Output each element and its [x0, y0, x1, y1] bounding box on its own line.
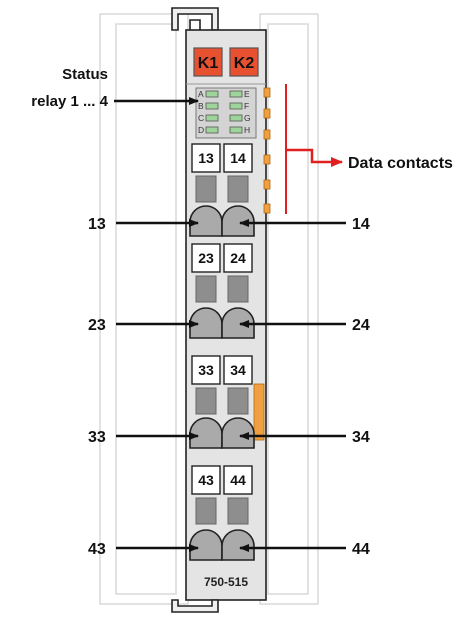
relay-k2-label: K2: [234, 55, 255, 72]
status-led-f: [229, 102, 243, 110]
release-button: [195, 497, 217, 525]
terminal-pair-13-14: [189, 143, 255, 237]
terminal-callout-33: 33: [88, 429, 106, 446]
status-callout-line2: relay 1 ... 4: [31, 93, 108, 110]
terminal-arrows: [116, 219, 346, 552]
led-letter-c: C: [198, 113, 204, 123]
neighbour-outline-right: [259, 13, 319, 605]
model-number: 750-515: [204, 575, 248, 589]
relay-k2-indicator: [229, 47, 259, 77]
clamp-opening: [189, 205, 223, 237]
status-led-b: [205, 102, 219, 110]
release-button: [227, 175, 249, 203]
terminal-label-box: [223, 465, 253, 495]
status-callout-line1: Status: [62, 66, 108, 83]
clamp-opening: [189, 417, 223, 449]
terminal-box-24: 24: [230, 250, 246, 266]
data-contacts-label: Data contacts: [348, 155, 453, 172]
terminal-label-box: [191, 465, 221, 495]
status-led-d: [205, 126, 219, 134]
terminal-box-23: 23: [198, 250, 214, 266]
terminal-box-43: 43: [198, 472, 214, 488]
terminal-callout-23: 23: [88, 317, 106, 334]
terminal-callout-43: 43: [88, 541, 106, 558]
top-mounting-clip: [171, 7, 219, 31]
terminal-callout-13: 13: [88, 216, 106, 233]
terminal-pair-33-34: [189, 355, 255, 449]
release-button: [195, 175, 217, 203]
terminal-label-box: [223, 355, 253, 385]
terminal-box-14: 14: [230, 150, 246, 166]
status-led-c: [205, 114, 219, 122]
terminal-callout-34: 34: [352, 429, 370, 446]
terminal-pair-43-44: [189, 465, 255, 561]
release-button: [227, 275, 249, 303]
status-led-g: [229, 114, 243, 122]
neighbour-outline-left: [99, 13, 189, 605]
terminal-callout-14: 14: [352, 216, 370, 233]
terminal-box-44: 44: [230, 472, 246, 488]
clamp-opening: [189, 529, 223, 561]
led-letter-e: E: [244, 89, 250, 99]
status-leds: [205, 90, 243, 134]
terminal-box-33: 33: [198, 362, 214, 378]
release-button: [195, 275, 217, 303]
terminal-box-34: 34: [230, 362, 246, 378]
release-button: [227, 497, 249, 525]
terminal-label-box: [223, 143, 253, 173]
terminal-label-box: [191, 243, 221, 273]
led-letter-g: G: [244, 113, 251, 123]
terminal-label-box: [223, 243, 253, 273]
led-letter-f: F: [244, 101, 249, 111]
bottom-mounting-clip: [171, 599, 219, 613]
terminal-callout-24: 24: [352, 317, 370, 334]
data-contacts: [263, 87, 271, 214]
side-release-slider: [253, 383, 265, 441]
clamp-opening: [221, 417, 255, 449]
status-led-h: [229, 126, 243, 134]
status-led-e: [229, 90, 243, 98]
clamp-opening: [221, 529, 255, 561]
terminal-callout-44: 44: [352, 541, 370, 558]
led-letter-b: B: [198, 101, 204, 111]
status-led-a: [205, 90, 219, 98]
led-letter-d: D: [198, 125, 204, 135]
relay-k1-indicator: [193, 47, 223, 77]
terminal-label-box: [191, 355, 221, 385]
relay-k1-label: K1: [198, 55, 219, 72]
led-letter-a: A: [198, 89, 204, 99]
terminal-box-13: 13: [198, 150, 214, 166]
release-button: [195, 387, 217, 415]
release-button: [227, 387, 249, 415]
data-contacts-arrow: [286, 148, 343, 167]
led-letter-h: H: [244, 125, 250, 135]
terminal-label-box: [191, 143, 221, 173]
clamp-opening: [221, 205, 255, 237]
terminal-pair-23-24: [189, 243, 255, 339]
